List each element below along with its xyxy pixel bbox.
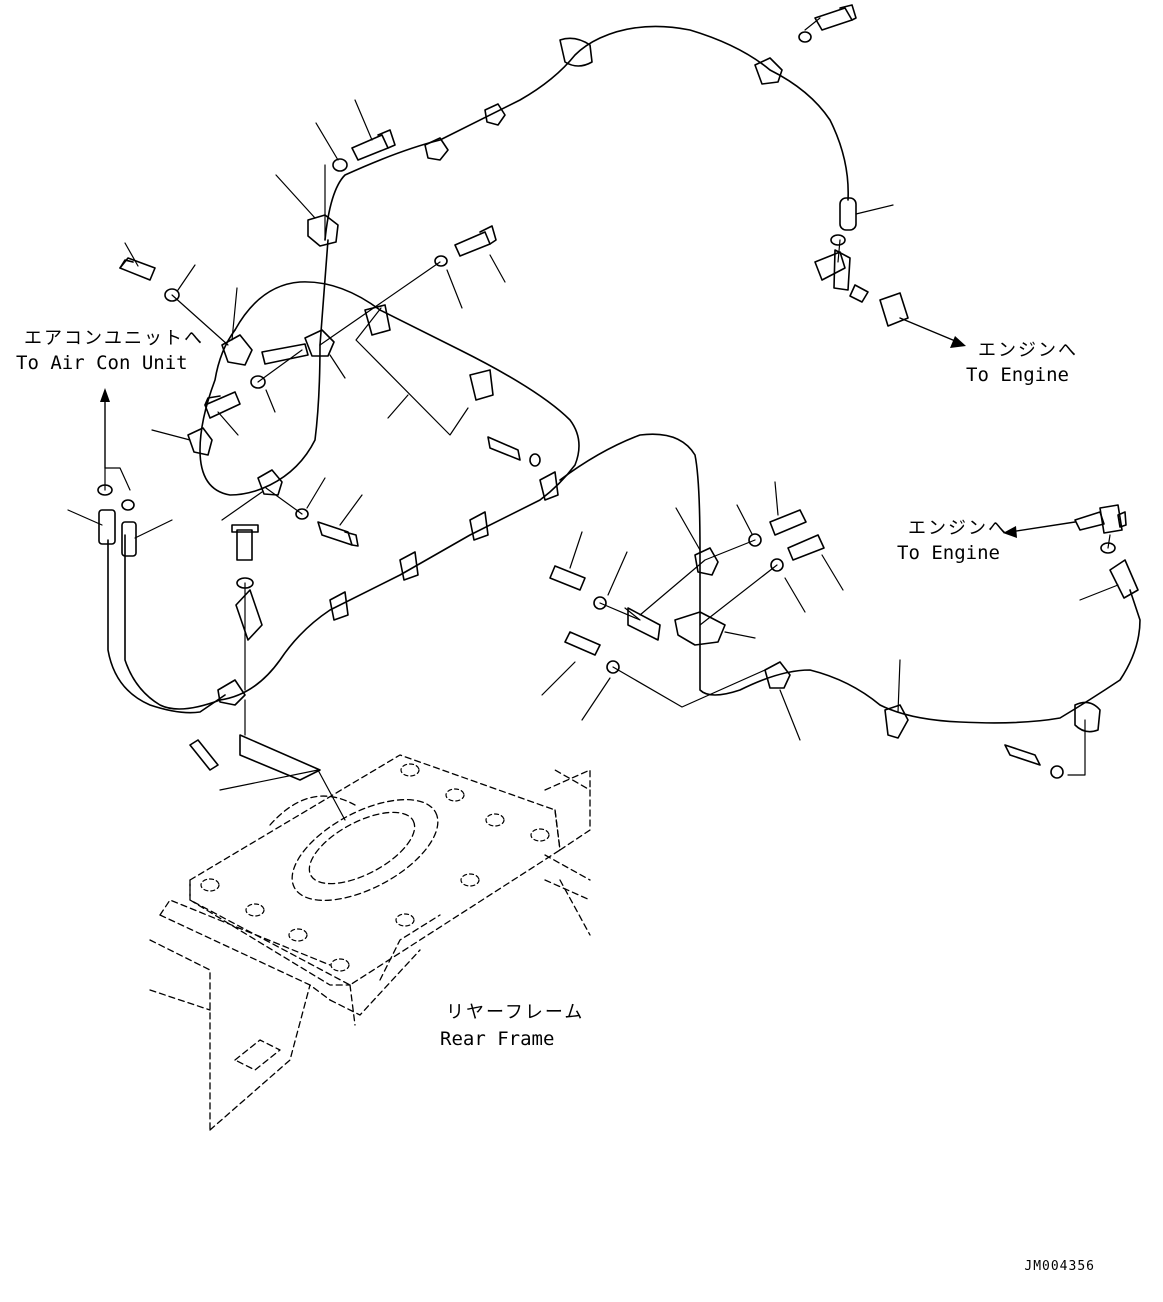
engine-right-label-jp: エンジンへ — [908, 518, 1008, 539]
bolt-icon — [120, 5, 1040, 770]
air-con-label-en: To Air Con Unit — [16, 352, 188, 374]
clamp-icon — [188, 38, 1100, 738]
frame-holes — [201, 764, 549, 971]
rear-frame — [150, 755, 590, 1130]
leader-lines — [68, 18, 1118, 820]
engine-top-label-en: To Engine — [966, 364, 1069, 386]
rear-frame-label-en: Rear Frame — [440, 1028, 555, 1050]
rear-frame-label-jp: リヤーフレーム — [446, 1002, 585, 1023]
fitting-icon — [815, 250, 1126, 533]
hose-top — [325, 26, 848, 240]
hose-right — [560, 434, 1140, 723]
arrow-icon — [105, 318, 1075, 532]
drawing-reference: JM004356 — [1024, 1259, 1095, 1274]
air-con-label-jp: エアコンユニットへ — [24, 328, 204, 349]
engine-right-label-en: To Engine — [897, 542, 1000, 564]
bracket-icon — [236, 344, 660, 780]
engine-top-label-jp: エンジンへ — [978, 340, 1078, 361]
washer-icon — [98, 32, 1115, 778]
